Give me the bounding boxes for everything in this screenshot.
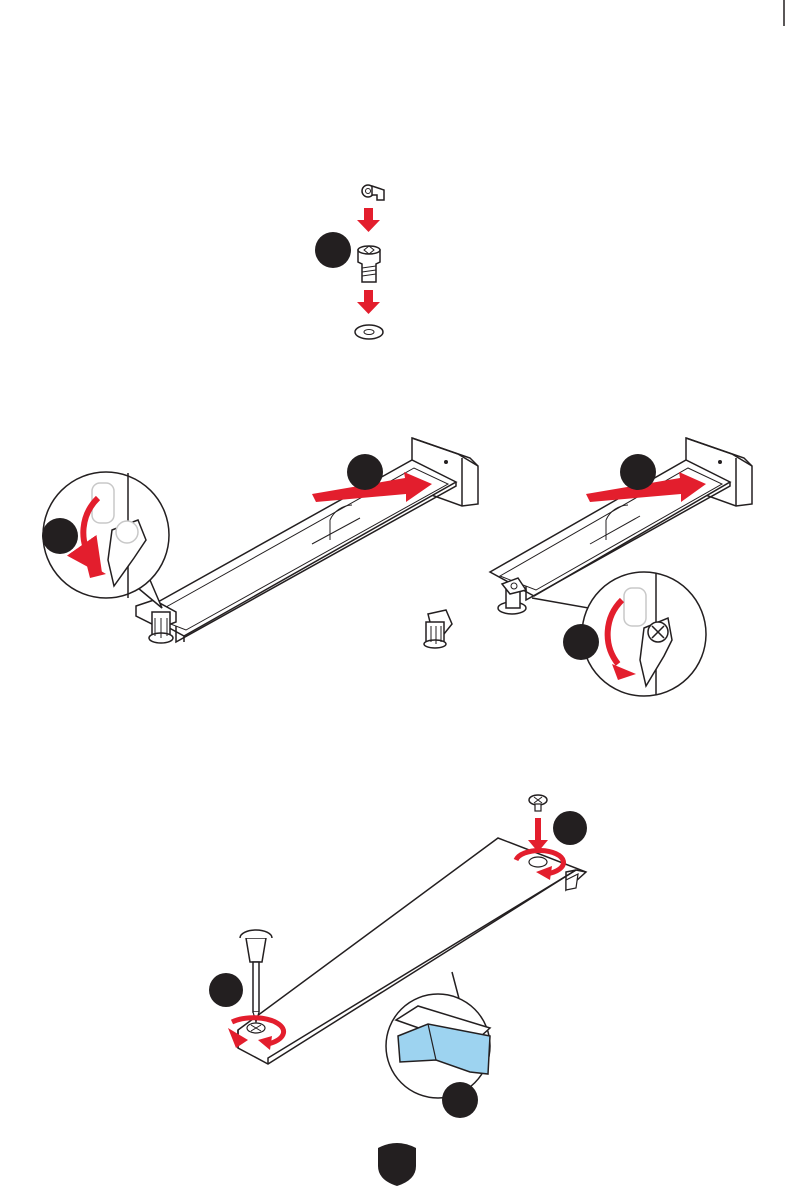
ssd-insert-right-figure [490,438,752,696]
screw-zoom-callout [532,572,706,696]
step-badge [563,624,599,660]
ssd-insert-left-figure [42,438,478,648]
down-arrow-icon [357,208,380,232]
shield-logo-icon [378,1143,416,1186]
step-badge [209,973,243,1007]
standoff-icon [358,246,380,282]
step-badge [42,518,78,554]
protective-film-icon [386,972,490,1098]
ez-clip-icon [362,185,384,200]
standoff-icon [424,610,452,648]
step-badge [620,454,656,490]
step-badge [553,811,587,845]
washer-icon [355,325,383,339]
down-arrow-icon [357,290,380,314]
screw-clip-rotate-icon [498,578,526,614]
step-badge [347,454,383,490]
standoff-assembly-figure [315,185,384,339]
ssd-screw-down-figure [209,795,587,1118]
step-badge [315,232,351,268]
step-badge [442,1082,478,1118]
screw-icon [529,795,547,811]
